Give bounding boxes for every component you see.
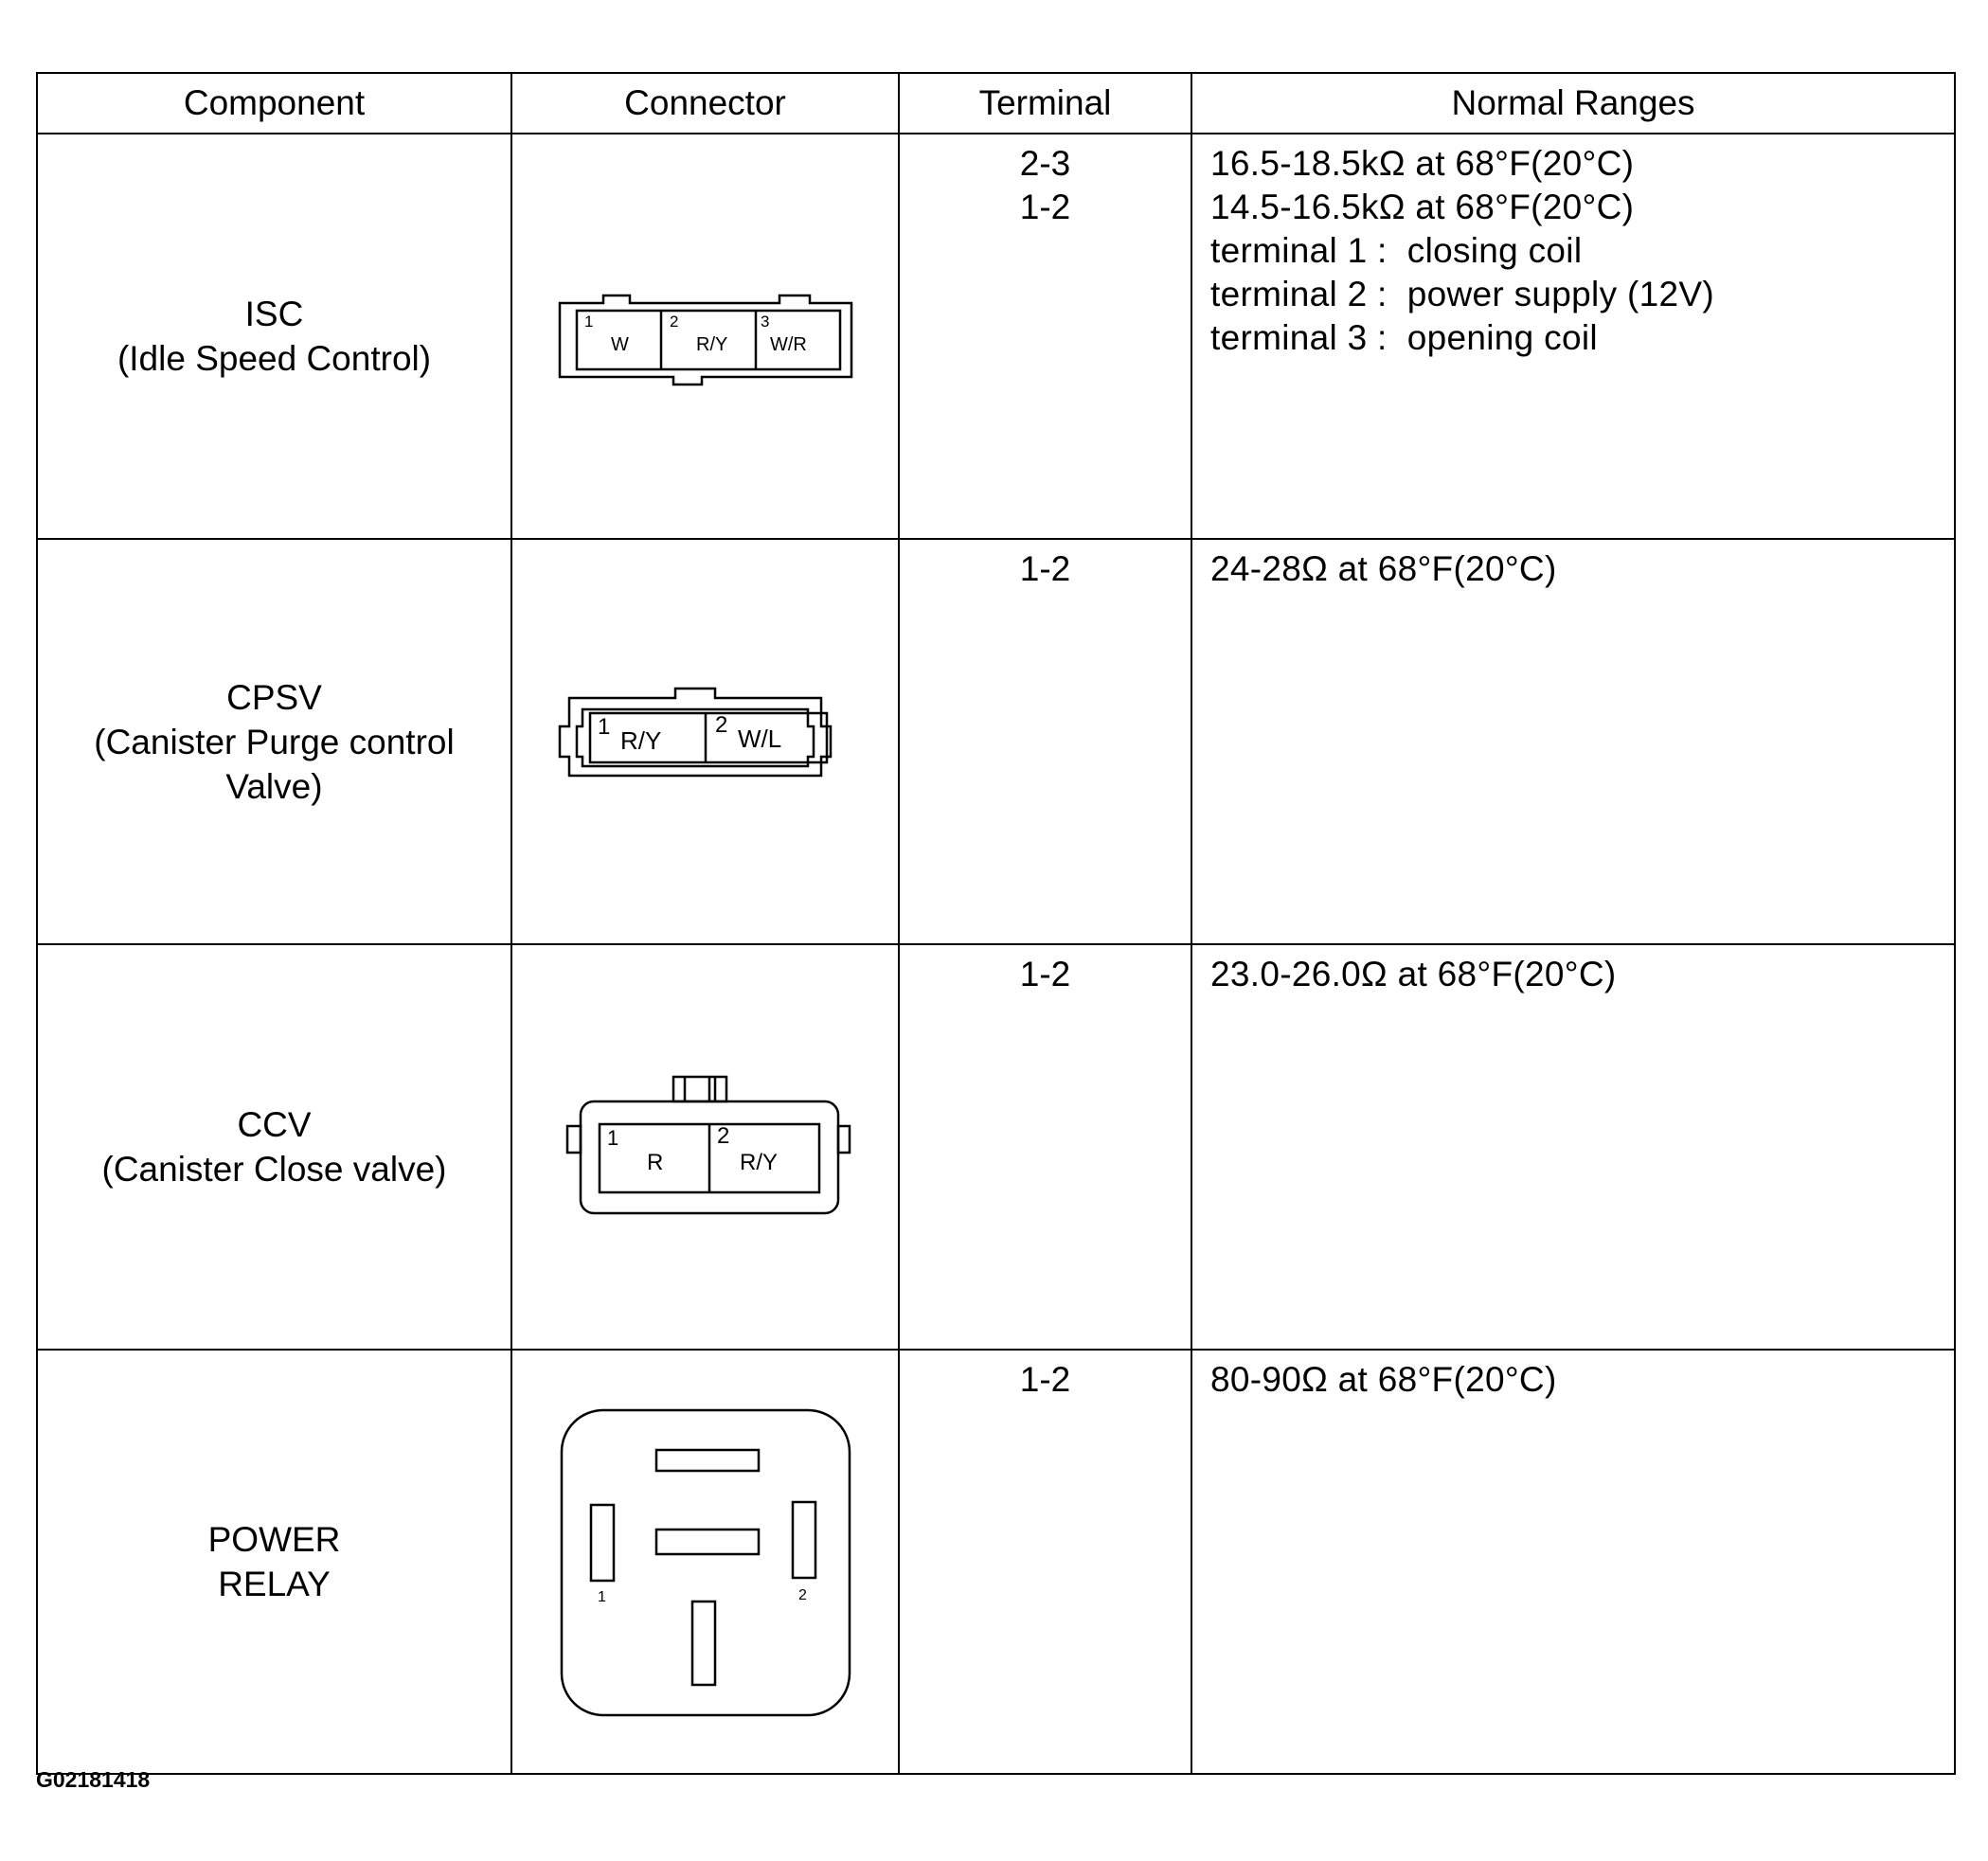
terminal-number: 2 [798,1587,807,1603]
component-description: (Canister Close valve) [101,1150,447,1189]
header-component: Component [36,72,512,134]
terminal-number: 2 [715,712,727,738]
terminal-number: 2 [717,1123,729,1149]
normal-range-cell: 80-90Ω at 68°F(20°C) [1191,1349,1956,1775]
header-connector: Connector [510,72,900,134]
component-name: RELAY [218,1565,331,1603]
table-row-ccv: CCV (Canister Close valve) 1 R 2 [36,943,1956,1351]
wire-color-label: R/Y [620,726,661,755]
terminal-cell: 1-2 [898,1349,1192,1775]
header-row: Component Connector Terminal Normal Rang… [36,72,1956,134]
component-description: Valve) [225,766,323,806]
terminal-number: 1 [598,714,610,740]
table-row-isc: ISC (Idle Speed Control) 1 W 2 R/Y 3 W/R [36,133,1956,540]
range-value: 16.5-18.5kΩ at 68°F(20°C) [1210,144,1635,183]
connector-cell: 1 R 2 R/Y [510,943,900,1351]
terminal-number: 1 [584,313,593,331]
range-value: 23.0-26.0Ω at 68°F(20°C) [1210,955,1617,993]
component-name: CCV [237,1105,312,1144]
connector-cell: 1 2 [510,1349,900,1775]
table-row-cpsv: CPSV (Canister Purge control Valve) 1 R/… [36,538,1956,945]
terminal-number: 1 [598,1589,606,1605]
component-description: (Idle Speed Control) [116,339,432,378]
ccv-connector-diagram: 1 R 2 R/Y [565,1075,851,1215]
header-normal-ranges: Normal Ranges [1191,72,1956,134]
terminal-pair: 2-3 [1019,144,1071,183]
figure-id: G02181418 [36,1767,151,1792]
spec-table: Component Connector Terminal Normal Rang… [36,72,1956,1775]
range-value: 80-90Ω at 68°F(20°C) [1210,1360,1557,1399]
component-cell: POWER RELAY [36,1349,512,1775]
terminal-pair: 1-2 [1019,955,1071,993]
terminal-pair: 1-2 [1019,549,1071,588]
isc-connector-diagram: 1 W 2 R/Y 3 W/R [558,294,852,386]
terminal-number: 1 [607,1126,618,1150]
component-cell: ISC (Idle Speed Control) [36,133,512,540]
normal-range-cell: 16.5-18.5kΩ at 68°F(20°C) 14.5-16.5kΩ at… [1191,133,1956,540]
cpsv-connector-diagram: 1 R/Y 2 W/L [558,687,832,778]
component-description: (Canister Purge control [94,722,455,761]
terminal-cell: 1-2 [898,943,1192,1351]
wire-color-label: R [647,1150,663,1175]
connector-cell: 1 R/Y 2 W/L [510,538,900,945]
terminal-number: 2 [670,313,678,331]
range-value: 24-28Ω at 68°F(20°C) [1210,549,1557,588]
terminal-pair: 1-2 [1019,1360,1071,1399]
terminal-pair: 1-2 [1019,188,1071,226]
range-value: 14.5-16.5kΩ at 68°F(20°C) [1210,188,1635,226]
terminal-cell: 2-3 1-2 [898,133,1192,540]
wire-color-label: R/Y [740,1150,778,1175]
table-row-power-relay: POWER RELAY 1 2 1-2 80-90Ω at [36,1349,1956,1775]
terminal-note: terminal 1 : closing coil [1210,231,1583,270]
power-relay-connector-diagram: 1 2 [560,1408,851,1717]
connector-cell: 1 W 2 R/Y 3 W/R [510,133,900,540]
wire-color-label: R/Y [696,334,727,355]
header-terminal: Terminal [898,72,1192,134]
terminal-cell: 1-2 [898,538,1192,945]
wire-color-label: W [611,334,629,355]
component-cell: CPSV (Canister Purge control Valve) [36,538,512,945]
normal-range-cell: 24-28Ω at 68°F(20°C) [1191,538,1956,945]
component-cell: CCV (Canister Close valve) [36,943,512,1351]
component-name: CPSV [226,677,322,717]
wire-color-label: W/R [770,334,807,355]
terminal-number: 3 [761,313,769,331]
terminal-note: terminal 2 : power supply (12V) [1210,275,1714,313]
component-name: POWER [207,1520,341,1559]
normal-range-cell: 23.0-26.0Ω at 68°F(20°C) [1191,943,1956,1351]
component-name: ISC [244,295,304,333]
wire-color-label: W/L [738,725,781,753]
terminal-note: terminal 3 : opening coil [1210,318,1598,357]
